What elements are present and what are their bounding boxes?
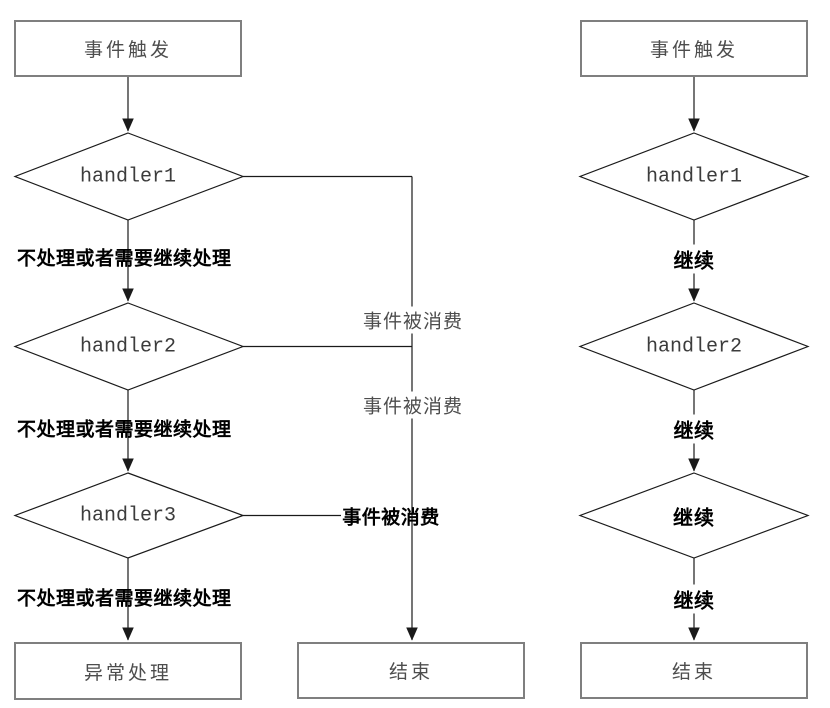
right-continue-diamond-label: 继续: [673, 505, 715, 530]
right-continue-label-1: 继续: [671, 244, 717, 274]
right-start-box: 事件触发: [580, 20, 808, 77]
diamond-left-handler1: [13, 132, 245, 221]
right-handler1-label: handler1: [645, 165, 743, 189]
diamond-right-continue: [578, 472, 810, 559]
left-handler2-label: handler2: [79, 335, 177, 359]
diamond-right-handler1: [578, 132, 810, 221]
diamond-left-handler3: [13, 472, 245, 559]
diamond-left-handler2: [13, 302, 245, 391]
consumed-label-2: 事件被消费: [360, 391, 466, 419]
left-handler1-label: handler1: [79, 165, 177, 189]
right-continue-label-3: 继续: [671, 584, 717, 614]
left-branch-label-2: 不处理或者需要继续处理: [17, 418, 232, 441]
left-start-box: 事件触发: [14, 20, 242, 77]
middle-end-box: 结束: [297, 642, 525, 699]
left-start-box-label: 事件触发: [83, 39, 172, 61]
diamond-right-handler2: [578, 302, 810, 391]
left-exception-box-label: 异常处理: [83, 661, 172, 684]
right-end-box-label: 结束: [671, 661, 716, 683]
consumed-label-3: 事件被消费: [342, 506, 440, 529]
middle-end-box-label: 结束: [388, 661, 433, 683]
right-continue-label-2: 继续: [671, 414, 717, 444]
left-branch-label-1: 不处理或者需要继续处理: [17, 247, 232, 270]
right-start-box-label: 事件触发: [649, 39, 738, 61]
left-handler3-label: handler3: [79, 504, 177, 528]
left-branch-label-3: 不处理或者需要继续处理: [17, 587, 232, 610]
left-exception-box: 异常处理: [14, 642, 242, 700]
consumed-label-1: 事件被消费: [360, 306, 466, 334]
right-end-box: 结束: [580, 642, 808, 699]
right-handler2-label: handler2: [645, 335, 743, 359]
